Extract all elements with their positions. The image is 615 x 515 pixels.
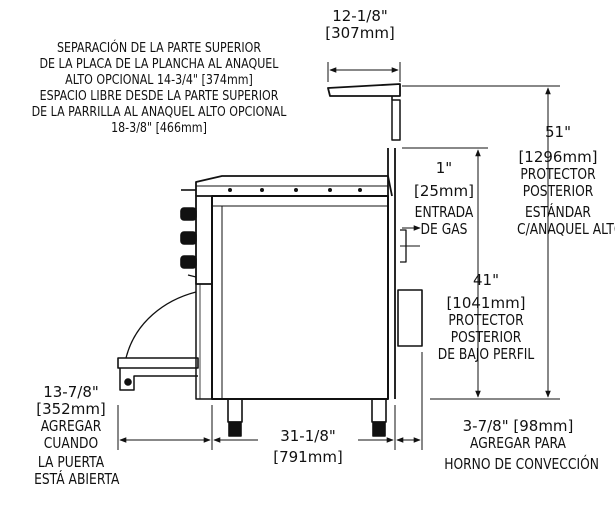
- open-door: [117, 357, 199, 369]
- total-height-line-5: C/ANAQUEL ALTO: [517, 220, 615, 238]
- gas-inlet-fraction: 1": [435, 159, 453, 177]
- door-open-fraction: 13-7/8": [43, 383, 99, 401]
- total-height-line-3: POSTERIOR: [522, 182, 594, 200]
- gas-inlet-mm: [25mm]: [413, 182, 474, 200]
- top-width-dimension: 12-1/8" [307mm]: [310, 8, 410, 42]
- front-panel: [195, 195, 213, 285]
- top-width-mm: [307mm]: [325, 24, 395, 42]
- door-open-line-3: CUANDO: [43, 434, 99, 452]
- convection-line-2: HORNO DE CONVECCIÓN: [444, 455, 599, 473]
- door-open-line-5: ESTÁ ABIERTA: [34, 470, 120, 488]
- convection-motor: [397, 289, 423, 347]
- total-height-dimension: 51" [1296mm] PROTECTOR POSTERIOR ESTÁNDA…: [508, 123, 615, 238]
- clearance-line-1: SEPARACIÓN DE LA PARTE SUPERIOR: [56, 40, 262, 56]
- total-height-mm: [1296mm]: [518, 148, 598, 166]
- clearance-line-4: ESPACIO LIBRE DESDE LA PARTE SUPERIOR: [39, 88, 279, 104]
- high-shelf: [327, 83, 401, 97]
- total-height-line-2: PROTECTOR: [520, 165, 596, 183]
- door-open-line-4: LA PUERTA: [37, 453, 105, 471]
- total-height-fraction: 51": [545, 123, 571, 141]
- low-profile-line-2: PROTECTOR: [448, 311, 524, 329]
- low-profile-dimension: 41" [1041mm] PROTECTOR POSTERIOR DE BAJO…: [426, 272, 546, 363]
- griddle-clearance-note: SEPARACIÓN DE LA PARTE SUPERIOR DE LA PL…: [0, 40, 324, 136]
- convection-dimension: 3-7/8" [98mm] AGREGAR PARA HORNO DE CONV…: [428, 418, 608, 473]
- convection-fraction: 3-7/8" [98mm]: [462, 417, 574, 435]
- gas-inlet-line-3: DE GAS: [420, 220, 468, 238]
- depth-mm: [791mm]: [273, 448, 343, 466]
- cooktop-grate: [195, 175, 393, 197]
- low-profile-mm: [1041mm]: [446, 294, 526, 312]
- gas-inlet-line-2: ENTRADA: [414, 203, 474, 221]
- clearance-line-6: 18-3/8" [466mm]: [111, 120, 207, 136]
- low-profile-fraction: 41": [473, 271, 499, 289]
- depth-fraction: 31-1/8": [280, 427, 336, 445]
- clearance-line-2: DE LA PLACA DE LA PLANCHA AL ANAQUEL: [39, 56, 279, 72]
- gas-inlet-dimension: 1" [25mm] ENTRADA DE GAS: [404, 160, 484, 238]
- door-open-line-2: AGREGAR: [40, 417, 102, 435]
- door-open-mm: [352mm]: [36, 400, 106, 418]
- control-knob-icon: [180, 189, 197, 269]
- clearance-line-5: DE LA PARRILLA AL ANAQUEL ALTO OPCIONAL: [31, 104, 287, 120]
- low-profile-line-3: POSTERIOR: [450, 328, 522, 346]
- range-legs: [227, 399, 387, 437]
- convection-line-1: AGREGAR PARA: [470, 434, 566, 452]
- back-riser: [387, 148, 396, 399]
- door-open-dimension: 13-7/8" [352mm] AGREGAR CUANDO LA PUERTA…: [26, 383, 120, 488]
- total-height-line-4: ESTÁNDAR: [525, 203, 591, 221]
- low-profile-line-4: DE BAJO PERFIL: [437, 345, 535, 363]
- clearance-line-3: ALTO OPCIONAL 14-3/4" [374mm]: [65, 72, 253, 88]
- door-swing-arc: [125, 291, 197, 359]
- depth-dimension: 31-1/8" [791mm]: [258, 428, 358, 466]
- range-body: [211, 195, 389, 400]
- top-width-fraction: 12-1/8": [332, 7, 388, 25]
